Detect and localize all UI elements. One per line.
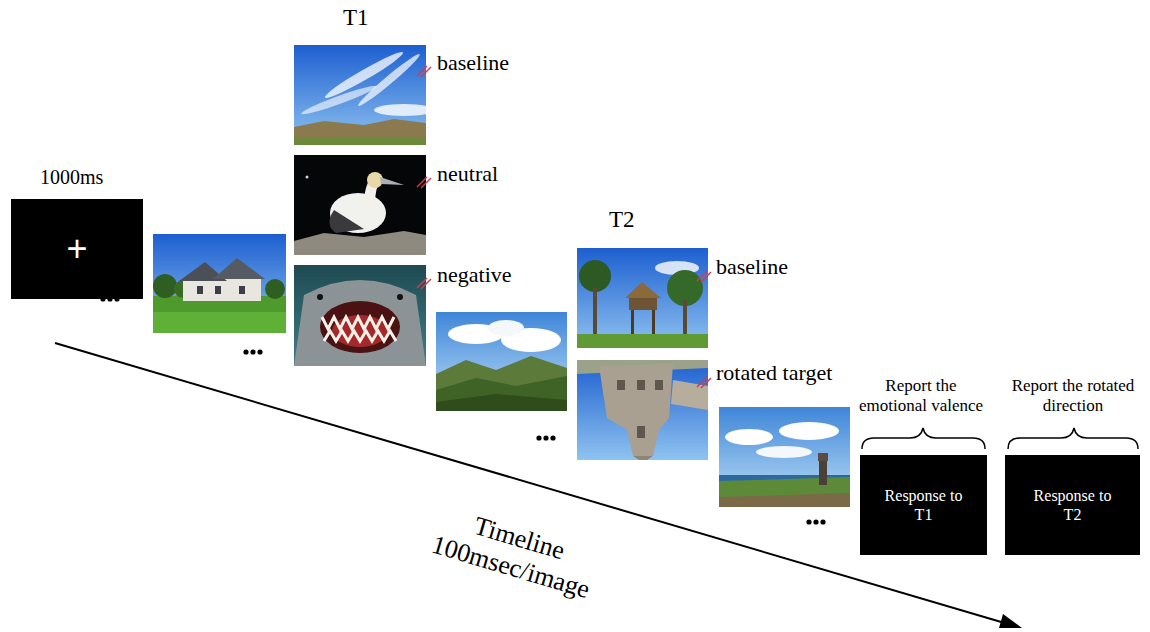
timeline-label: Timeline 100msec/image — [420, 499, 610, 607]
marker-slash — [417, 66, 711, 388]
task-instruction: Report the emotional valence — [853, 376, 989, 415]
response-screen: Response to T2 — [1005, 455, 1140, 555]
target-label: T2 — [609, 207, 635, 233]
house-photo — [153, 234, 286, 333]
duration-label: 1000ms — [40, 166, 103, 189]
baseline-photo — [577, 248, 708, 348]
baseline-photo — [294, 45, 434, 145]
fixation-screen: + — [11, 199, 143, 299]
timeline-arrow — [55, 343, 1022, 628]
negative-photo — [294, 265, 426, 366]
task-instruction: Report the rotated direction — [1005, 376, 1141, 415]
condition-label: baseline — [437, 50, 509, 75]
response-screen-text: Response to T1 — [882, 486, 966, 524]
condition-label: rotated target — [716, 360, 832, 385]
target-label: T1 — [343, 5, 369, 31]
ellipsis-dots — [100, 296, 825, 524]
response-screen: Response to T1 — [860, 455, 987, 555]
rotated-target-photo — [577, 360, 708, 460]
condition-label: neutral — [437, 161, 498, 186]
response-screen-text: Response to T2 — [1031, 486, 1115, 524]
condition-label: baseline — [716, 254, 788, 279]
filler-photo — [436, 312, 567, 411]
neutral-photo — [294, 155, 426, 255]
bracket — [862, 428, 1138, 449]
filler-photo — [719, 407, 850, 507]
condition-label: negative — [437, 262, 512, 287]
fixation-screen-text: + — [66, 227, 87, 270]
